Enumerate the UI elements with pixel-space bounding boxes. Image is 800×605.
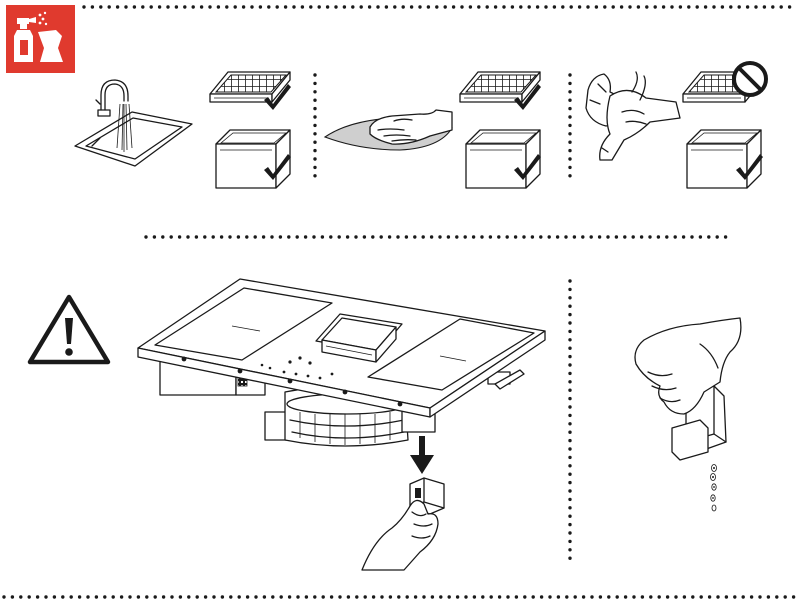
container-box-panel-2 xyxy=(465,129,541,189)
wipe-cloth-illustration xyxy=(323,109,453,151)
cleaning-spray-icon xyxy=(6,5,75,73)
container-box-panel-3 xyxy=(686,129,762,189)
cooktop-extractor-illustration xyxy=(137,278,546,447)
hand-scrub-illustration xyxy=(585,71,681,161)
container-box-panel-1 xyxy=(215,129,291,189)
empty-container-illustration xyxy=(634,317,742,512)
hand-holding-container-illustration xyxy=(361,477,445,571)
prohibited-icon xyxy=(732,61,768,97)
warning-triangle-icon xyxy=(27,294,111,365)
remove-down-arrow-icon xyxy=(410,436,434,474)
hand-wash-sink-illustration xyxy=(74,79,193,167)
